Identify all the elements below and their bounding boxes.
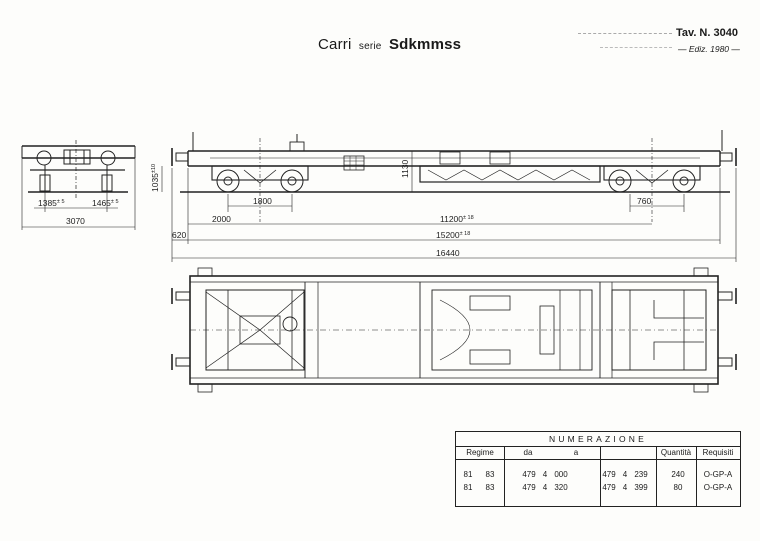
table-cell: 479 <box>602 483 616 492</box>
dim-total-length: 16440 <box>436 248 460 258</box>
dim-body-length: 15200± 18 <box>436 230 470 240</box>
table-cell: 80 <box>673 483 683 492</box>
title-wagon-type: Sdkmmss <box>388 36 462 53</box>
side-view <box>161 130 737 262</box>
table-cell: 479 <box>522 470 536 479</box>
table-cell: 320 <box>554 483 568 492</box>
col-a: a <box>573 448 579 457</box>
dim-end-total: 3070 <box>66 216 85 226</box>
table-header: NUMERAZIONE <box>456 432 740 447</box>
table-cell: O-GP-A <box>703 483 733 492</box>
numbering-table: NUMERAZIONE Regime da a Quantità Requisi… <box>455 431 741 507</box>
header-rule-top <box>578 33 672 34</box>
table-number: Tav. N. 3040 <box>676 27 738 39</box>
table-cell: 4 <box>542 483 548 492</box>
col-da: da <box>523 448 533 457</box>
table-col-divider <box>696 446 697 506</box>
table-cell: 479 <box>602 470 616 479</box>
edition: — Ediz. 1980 — <box>678 44 740 54</box>
dim-bogie-wheelbase: 1800 <box>253 196 272 206</box>
table-cell: 81 <box>463 470 473 479</box>
dimension-labels: 1385± 5 1465± 5 3070 1035±10 1130 1800 7… <box>38 159 651 258</box>
dim-end-right: 1465± 5 <box>92 198 119 208</box>
table-cell: 83 <box>485 483 495 492</box>
end-view <box>21 140 136 230</box>
table-cell: 4 <box>622 470 628 479</box>
table-cell: 81 <box>463 483 473 492</box>
title-serie: serie <box>358 41 382 52</box>
table-col-divider <box>656 446 657 506</box>
header-rule-bottom <box>600 47 672 48</box>
table-cell: 4 <box>542 470 548 479</box>
col-quantita: Quantità <box>660 448 692 457</box>
table-cell: O-GP-A <box>703 470 733 479</box>
table-cell: 399 <box>634 483 648 492</box>
plan-view <box>171 267 737 393</box>
dim-buffer-offset: 620 <box>172 230 186 240</box>
col-requisiti: Requisiti <box>702 448 734 457</box>
table-cell: 000 <box>554 470 568 479</box>
dim-bogie-right: 760 <box>637 196 651 206</box>
drawing-title: Carri serie Sdkmmss <box>318 36 461 53</box>
dim-overhang: 2000 <box>212 214 231 224</box>
table-col-divider <box>504 446 505 506</box>
dim-height-mid: 1130 <box>400 159 410 178</box>
title-main: Carri <box>318 36 352 53</box>
col-regime: Regime <box>466 448 494 457</box>
table-cell: 479 <box>522 483 536 492</box>
table-rule <box>456 459 740 460</box>
dim-pivot: 11200± 18 <box>440 214 474 224</box>
table-cell: 83 <box>485 470 495 479</box>
table-col-divider <box>600 446 601 506</box>
table-cell: 239 <box>634 470 648 479</box>
table-cell: 240 <box>671 470 685 479</box>
dim-height-side: 1035±10 <box>150 164 160 192</box>
table-cell: 4 <box>622 483 628 492</box>
dim-end-left: 1385± 5 <box>38 198 65 208</box>
